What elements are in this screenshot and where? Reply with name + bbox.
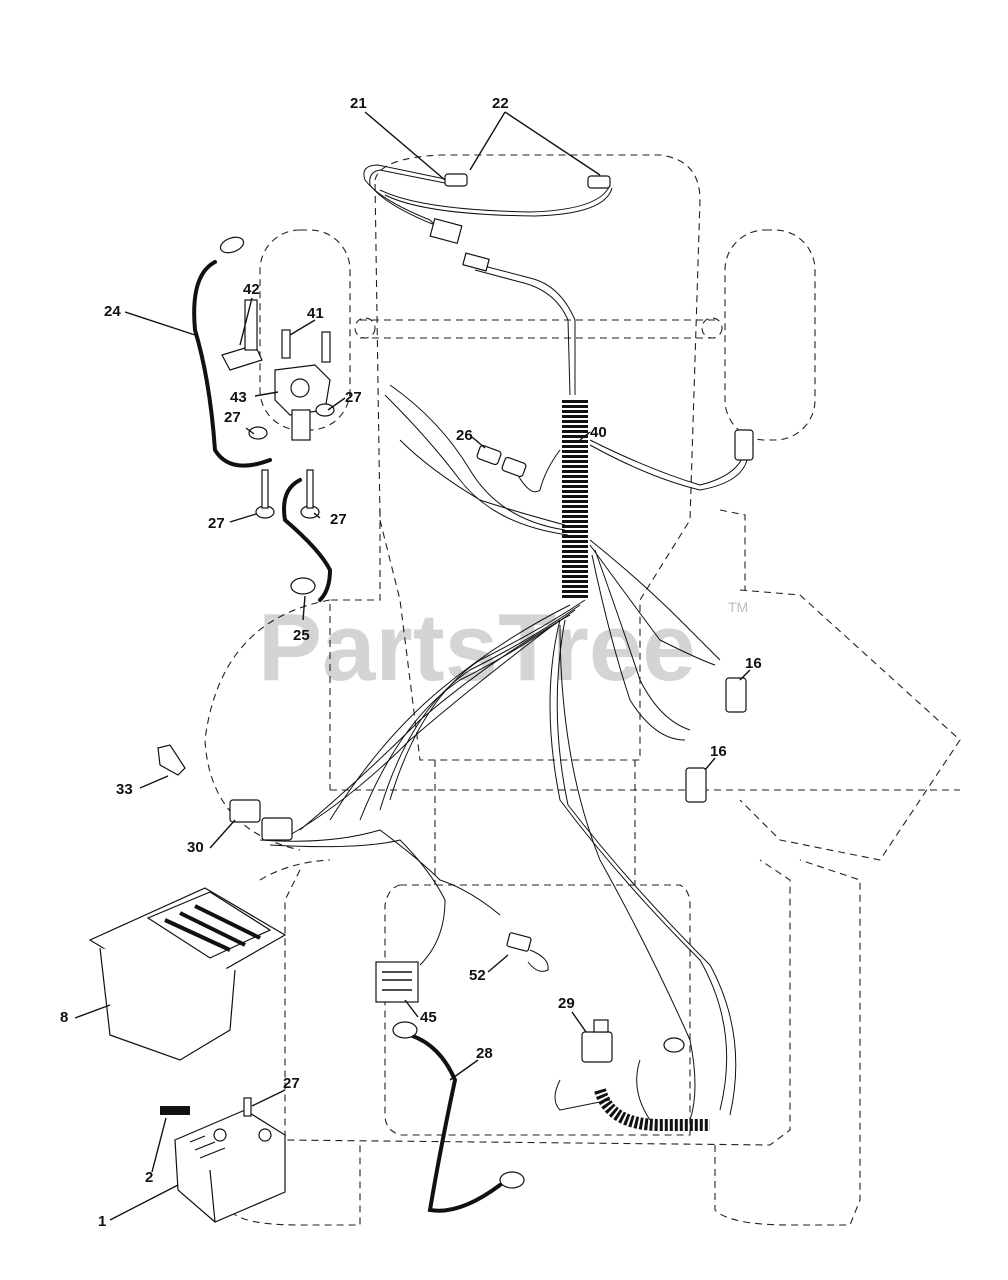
callout-27-e: 27 <box>283 1075 300 1092</box>
switch-16 <box>685 429 754 803</box>
callout-30: 30 <box>187 839 204 856</box>
cable-28 <box>408 1033 502 1213</box>
callout-29: 29 <box>558 995 575 1012</box>
battery-box-8 <box>88 887 287 1061</box>
callout-21: 21 <box>350 95 367 112</box>
callout-41: 41 <box>307 305 324 322</box>
connector-26 <box>476 444 527 478</box>
callout-2: 2 <box>145 1169 153 1186</box>
callout-42: 42 <box>243 281 260 298</box>
callout-43: 43 <box>230 389 247 406</box>
bolts-41 <box>281 329 331 363</box>
callout-40: 40 <box>590 424 607 441</box>
cable-24 <box>192 260 272 468</box>
callout-22: 22 <box>492 95 509 112</box>
ring-terminal-25 <box>290 577 316 595</box>
callout-52: 52 <box>469 967 486 984</box>
callout-27-a: 27 <box>345 389 362 406</box>
callout-labels: 21 22 24 42 41 43 27 27 26 40 27 27 25 1… <box>60 95 762 1230</box>
fuse-holder-52 <box>506 932 549 972</box>
watermark-trademark: TM <box>728 599 748 615</box>
cable-25 <box>282 478 333 602</box>
battery-1 <box>173 1109 287 1223</box>
regulator-45 <box>375 961 419 1003</box>
lamp-22 <box>444 173 611 189</box>
callout-1: 1 <box>98 1213 106 1230</box>
watermark-text: PartsTree <box>258 594 696 701</box>
callout-27-b: 27 <box>224 409 241 426</box>
callout-16-b: 16 <box>710 743 727 760</box>
relay-29 <box>581 1019 613 1063</box>
clip-33 <box>157 744 186 776</box>
callout-27-d: 27 <box>330 511 347 528</box>
callout-26: 26 <box>456 427 473 444</box>
solenoid-43 <box>274 364 331 441</box>
callout-27-c: 27 <box>208 515 225 532</box>
bolt-2 <box>160 1106 190 1115</box>
callout-45: 45 <box>420 1009 437 1026</box>
heavy-cables <box>192 260 502 1213</box>
ring-terminal-28 <box>392 1021 685 1189</box>
callout-24: 24 <box>104 303 121 320</box>
callout-25: 25 <box>293 627 310 644</box>
nut-27-battery <box>243 1097 252 1117</box>
callout-16-a: 16 <box>745 655 762 672</box>
callout-33: 33 <box>116 781 133 798</box>
connector-21 <box>429 217 490 272</box>
callout-28: 28 <box>476 1045 493 1062</box>
wire-harness <box>259 164 749 1121</box>
connector-30 <box>229 799 293 841</box>
callout-8: 8 <box>60 1009 68 1026</box>
ring-terminal-24 <box>219 236 245 254</box>
leader-lines <box>74 111 751 1221</box>
nuts-27 <box>248 403 335 519</box>
chassis-outline <box>204 154 961 1226</box>
wire-loom-coil <box>562 400 710 1131</box>
